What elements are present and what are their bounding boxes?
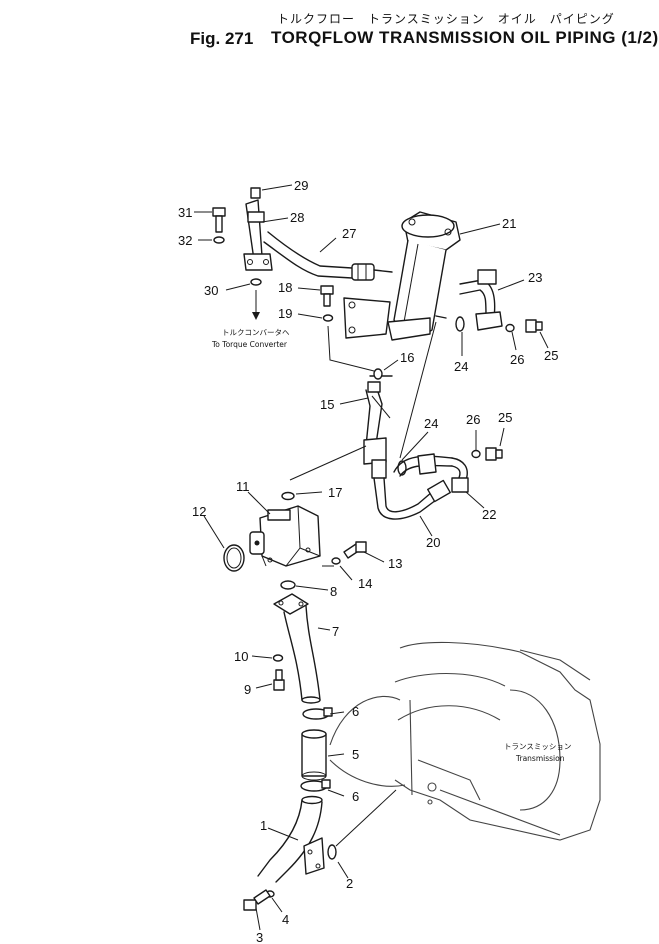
- callout-30: 30: [204, 283, 218, 298]
- part-11-pump: [249, 505, 321, 567]
- part-17-o-ring: [281, 445, 367, 501]
- part-7-tube: [273, 593, 321, 704]
- part-6-clamp-upper: [302, 707, 333, 720]
- note-transmission-jp: トランスミッション: [504, 742, 571, 751]
- part-8-o-ring: [280, 580, 296, 590]
- callout-numbers: 29 28 31 32 30 27 21 23 18 19 24 26 25 1…: [178, 178, 558, 944]
- transmission-case: [329, 641, 601, 841]
- callout-20: 20: [426, 535, 440, 550]
- callout-5: 5: [352, 747, 359, 762]
- part-12-o-ring: [223, 544, 245, 572]
- callout-24-lower: 24: [424, 416, 438, 431]
- part-26-washer: [505, 323, 515, 333]
- part-16-o-ring: [373, 368, 383, 380]
- callout-19: 19: [278, 306, 292, 321]
- leader-lines: [194, 184, 549, 931]
- callout-32: 32: [178, 233, 192, 248]
- figure-title: TORQFLOW TRANSMISSION OIL PIPING (1/2): [271, 28, 659, 47]
- title-japanese: トルクフロー トランスミッション オイル パイピング: [277, 12, 615, 26]
- callout-3: 3: [256, 930, 263, 944]
- callout-9: 9: [244, 682, 251, 697]
- note-torque-converter-en: To Torque Converter: [211, 340, 288, 349]
- callout-11: 11: [236, 479, 250, 494]
- part-28-elbow: [243, 199, 273, 271]
- part-25-bolt-lower: [485, 447, 503, 461]
- part-13-bolt: [343, 541, 367, 559]
- callout-8: 8: [330, 584, 337, 599]
- callout-27: 27: [342, 226, 356, 241]
- figure-header: トルクフロー トランスミッション オイル パイピング Fig. 271 TORQ…: [0, 0, 658, 60]
- callout-13: 13: [388, 556, 402, 571]
- callout-17: 17: [328, 485, 342, 500]
- callout-31: 31: [178, 205, 192, 220]
- callout-25-lower: 25: [498, 410, 512, 425]
- callout-16: 16: [400, 350, 414, 365]
- part-27-hose: [263, 231, 393, 281]
- part-10-washer: [272, 654, 284, 662]
- part-26-washer-lower: [471, 449, 481, 459]
- part-22-elbow: [451, 457, 469, 493]
- note-transmission-en: Transmission: [515, 754, 565, 763]
- part-6-clamp-lower: [300, 779, 331, 792]
- callout-6-upper: 6: [352, 704, 359, 719]
- callout-22: 22: [482, 507, 496, 522]
- callout-7: 7: [332, 624, 339, 639]
- callout-21: 21: [502, 216, 516, 231]
- part-23-tube: [459, 269, 503, 331]
- callout-26-upper: 26: [510, 352, 524, 367]
- callout-28: 28: [290, 210, 304, 225]
- callout-6-lower: 6: [352, 789, 359, 804]
- part-2-o-ring: [327, 789, 397, 860]
- part-21-oil-filter: [343, 211, 461, 341]
- callout-12: 12: [192, 504, 206, 519]
- callout-25-upper: 25: [544, 348, 558, 363]
- part-15-bracket-tube: [327, 325, 393, 465]
- part-14-washer: [331, 557, 341, 565]
- note-transmission: トランスミッション Transmission: [504, 742, 571, 763]
- part-3-bolt: [243, 889, 271, 911]
- part-30-o-ring: [250, 278, 262, 320]
- callout-23: 23: [528, 270, 542, 285]
- part-32-washer: [213, 236, 225, 244]
- part-29-plug: [250, 187, 261, 199]
- note-to-torque-converter: トルクコンバータヘ To Torque Converter: [211, 328, 290, 349]
- figure-number: Fig. 271: [190, 29, 254, 48]
- part-25-bolt: [525, 319, 543, 333]
- part-9-bolt: [273, 669, 285, 691]
- part-1-tube: [257, 795, 325, 883]
- callout-26-lower: 26: [466, 412, 480, 427]
- part-24-o-ring: [455, 316, 465, 332]
- callout-24-upper: 24: [454, 359, 468, 374]
- callout-15: 15: [320, 397, 334, 412]
- callout-29: 29: [294, 178, 308, 193]
- callout-2: 2: [346, 876, 353, 891]
- part-5-hose: [301, 729, 327, 781]
- callout-18: 18: [278, 280, 292, 295]
- note-torque-converter-jp: トルクコンバータヘ: [222, 328, 290, 337]
- part-19-washer: [322, 314, 334, 322]
- part-31-bolt: [212, 207, 226, 233]
- part-20-hose: [371, 455, 453, 520]
- part-24-flange-o-ring: [397, 453, 437, 476]
- callout-4: 4: [282, 912, 289, 927]
- callout-14: 14: [358, 576, 372, 591]
- part-18-bolt: [320, 285, 334, 307]
- callout-1: 1: [260, 818, 267, 833]
- callout-10: 10: [234, 649, 248, 664]
